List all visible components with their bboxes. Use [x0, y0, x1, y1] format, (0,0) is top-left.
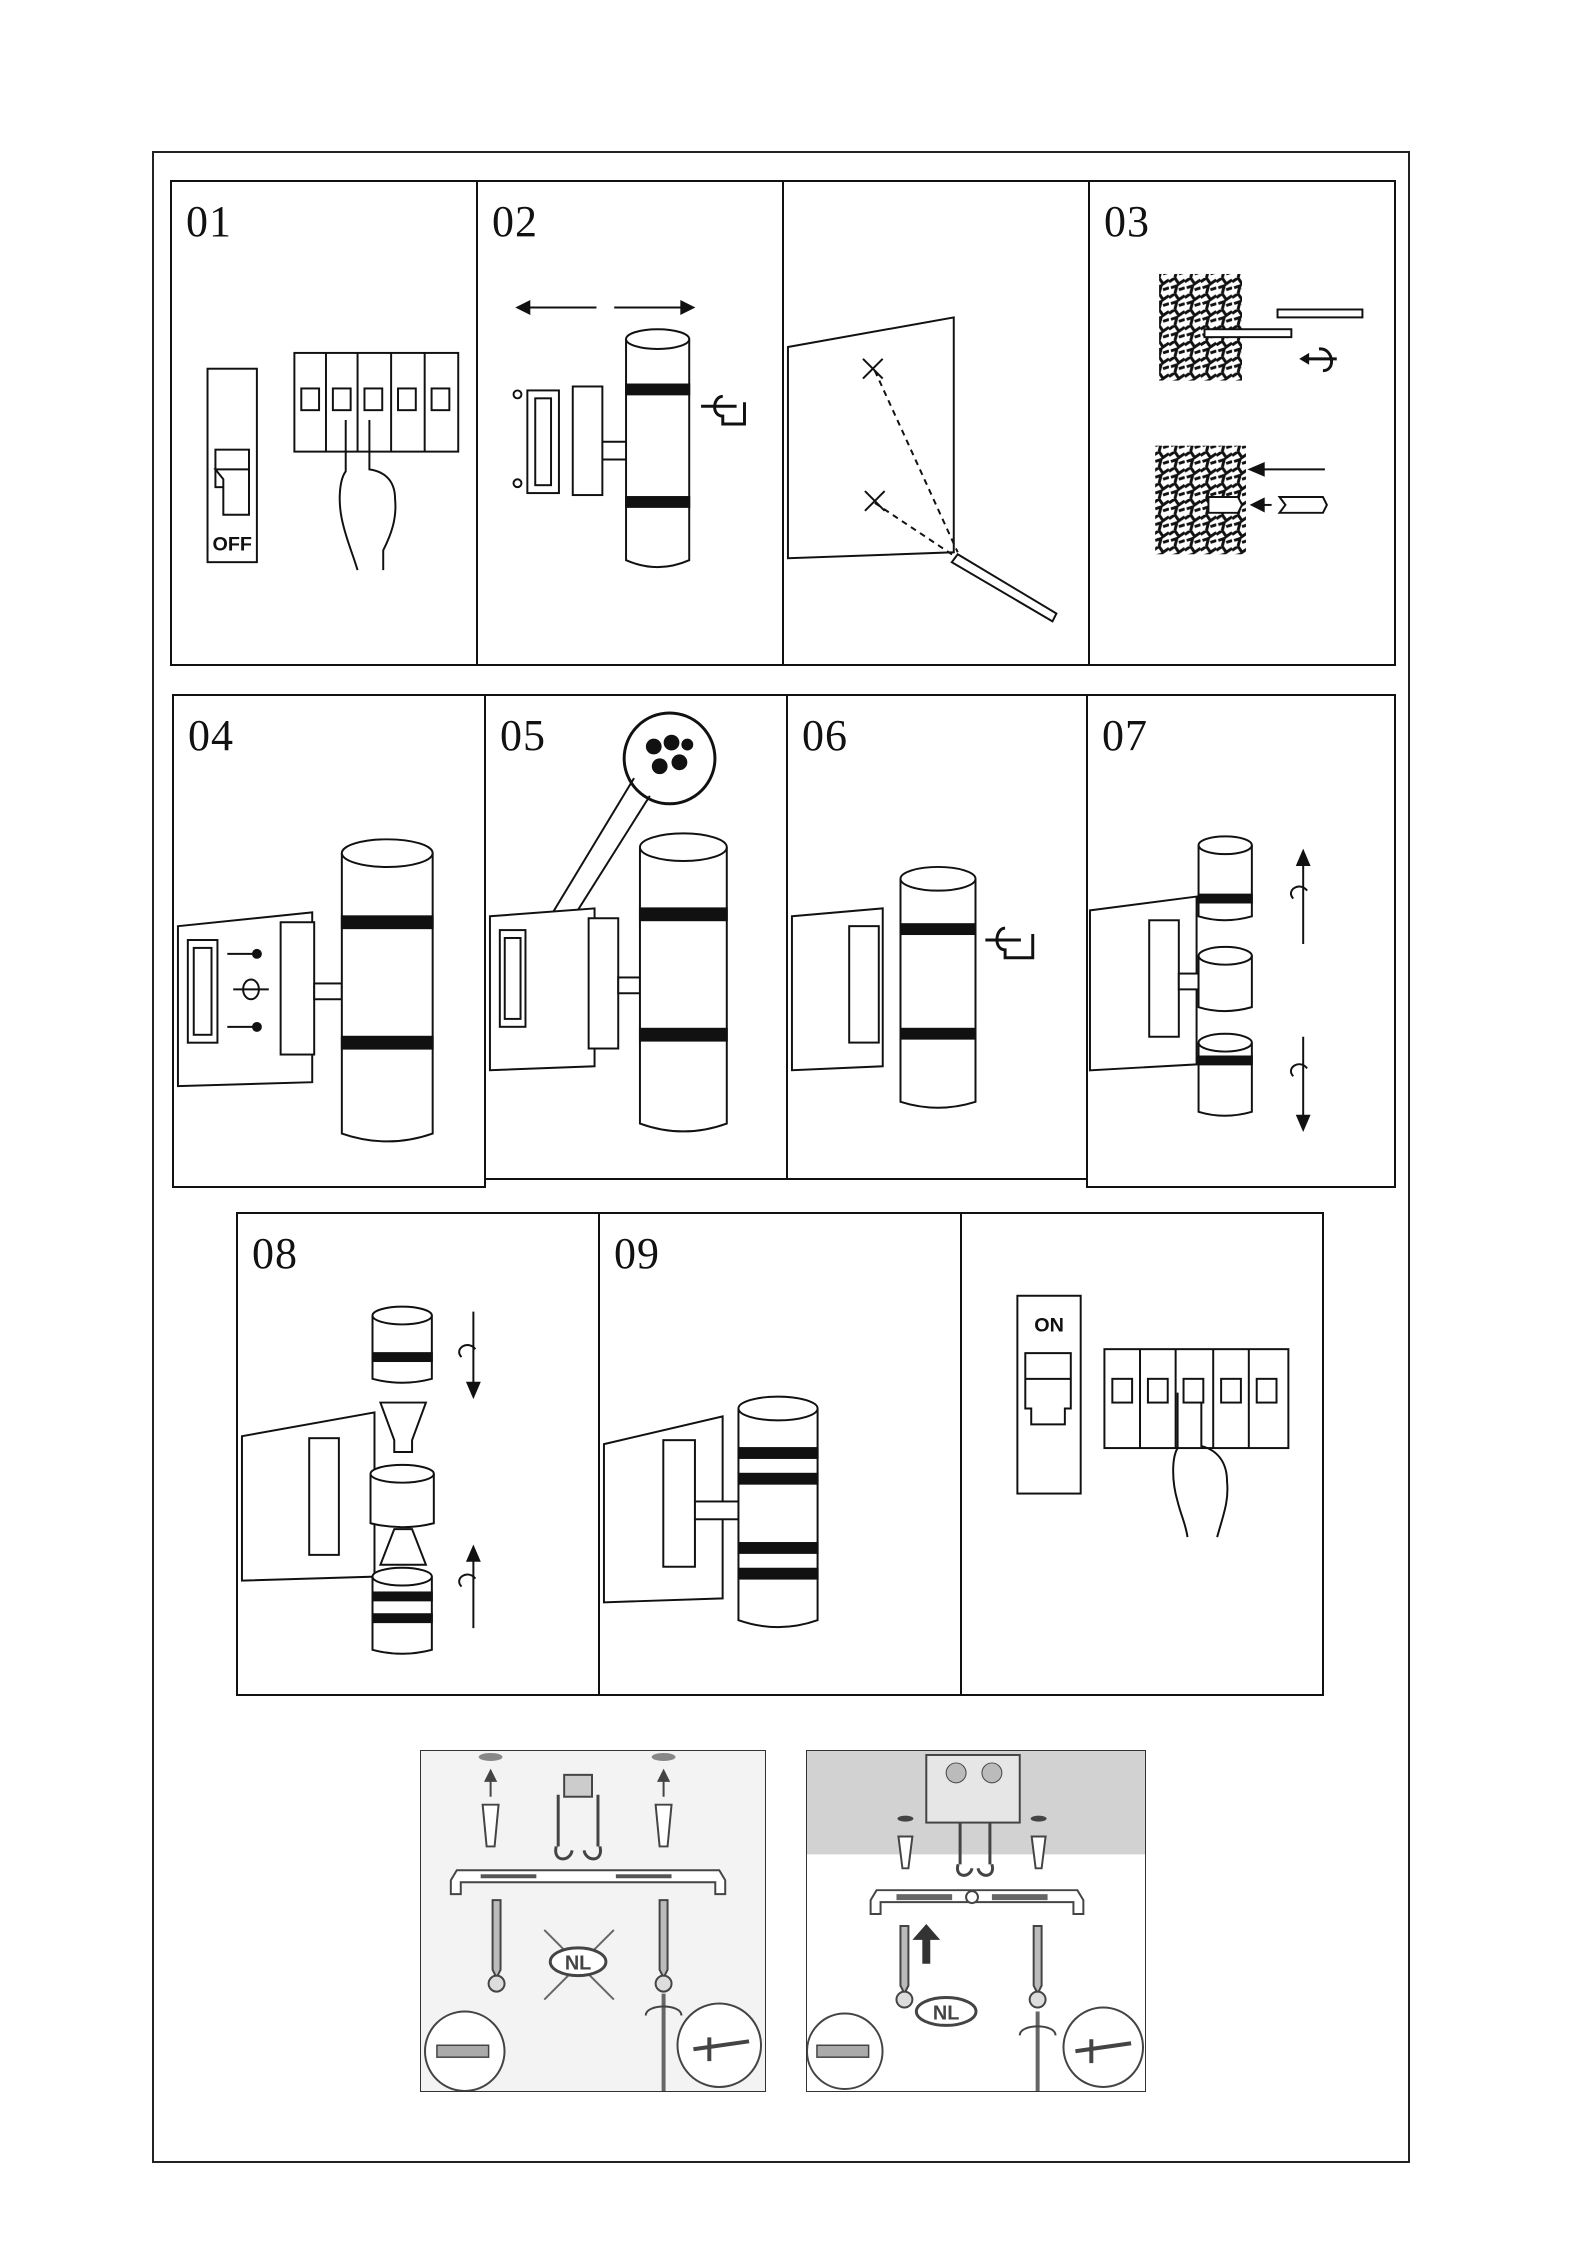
lamp-body-icon [1199, 947, 1252, 1011]
lamp-base-icon [281, 922, 315, 1054]
lamp-cover-icon [373, 1307, 432, 1383]
lamp-cover-icon [373, 1568, 432, 1654]
step-number: 06 [802, 710, 848, 761]
light-bulb-icon [380, 1529, 425, 1565]
fix-bracket-illustration [174, 696, 484, 1186]
mark-holes-panel [782, 180, 1090, 666]
insert-bulb-illustration [238, 1214, 598, 1694]
screwdriver-turn-icon [985, 928, 1032, 958]
pencil-icon [952, 554, 1057, 621]
drill-plug-illustration [1090, 182, 1394, 664]
mounting-incorrect-photo: NL [420, 1750, 766, 2092]
rotate-down-icon [1291, 1037, 1309, 1130]
lamp-base-icon [1149, 920, 1179, 1036]
power-on-illustration: ON [962, 1214, 1322, 1694]
remove-covers-illustration [1088, 696, 1394, 1186]
disassemble-illustration [478, 182, 782, 664]
terminal-block-zoom-icon [624, 713, 715, 804]
rotate-up-icon [459, 1547, 479, 1628]
step-07-panel: 07 [1086, 694, 1396, 1188]
step-number: 08 [252, 1228, 298, 1279]
lamp-cover-icon [1199, 836, 1252, 920]
nl-badge-label: NL [565, 1953, 592, 1975]
lamp-cylinder-icon [640, 833, 727, 1131]
wiring-illustration [486, 696, 786, 1178]
step-number: 03 [1104, 196, 1150, 247]
rotate-up-icon [1291, 851, 1309, 944]
reassembled-lamp-illustration [600, 1214, 960, 1694]
mark-holes-illustration [784, 182, 1088, 664]
step-number: 07 [1102, 710, 1148, 761]
step-number: 02 [492, 196, 538, 247]
breaker-panel-icon [1104, 1349, 1288, 1448]
step-number: 01 [186, 196, 232, 247]
lamp-cylinder-icon [738, 1397, 817, 1627]
light-bulb-icon [380, 1403, 425, 1452]
mounting-correct-photo: NL [806, 1750, 1146, 2092]
lamp-cylinder-icon [901, 867, 976, 1108]
lamp-cover-icon [1199, 1034, 1252, 1116]
masonry-wall-icon [1159, 274, 1242, 381]
arrow-left-right-icon [517, 302, 693, 314]
step-03-panel: 03 [1088, 180, 1396, 666]
step-number: 04 [188, 710, 234, 761]
off-label: OFF [212, 533, 251, 555]
step-01-panel: 01 OFF [170, 180, 478, 666]
mounting-bracket-icon [514, 386, 603, 495]
junction-box-icon [926, 1755, 1019, 1823]
lamp-cylinder-icon [342, 839, 433, 1141]
on-label: ON [1034, 1314, 1064, 1336]
lamp-base-icon [849, 926, 879, 1042]
lamp-base-icon [589, 918, 619, 1048]
step-number: 09 [614, 1228, 660, 1279]
breaker-panel-icon [294, 353, 458, 452]
screwdriver-turn-icon [701, 396, 744, 424]
step-08-panel: 08 [236, 1212, 600, 1696]
hand-icon [340, 420, 396, 570]
step-06-panel: 06 [786, 694, 1090, 1180]
step-02-panel: 02 [476, 180, 784, 666]
step-09-panel: 09 [598, 1212, 962, 1696]
lamp-body-icon [371, 1465, 434, 1527]
lamp-base-icon [663, 1440, 695, 1567]
step-number: 05 [500, 710, 546, 761]
lamp-cylinder-icon [602, 329, 689, 567]
nl-badge-label: NL [933, 2002, 960, 2024]
mounting-correct-illustration: NL [807, 1751, 1145, 2091]
lamp-base-icon [309, 1438, 339, 1555]
mounting-bracket-icon [188, 940, 218, 1043]
step-04-panel: 04 [172, 694, 486, 1188]
mounting-bracket-icon [500, 930, 526, 1027]
attach-lamp-illustration [788, 696, 1088, 1178]
power-on-panel: ON [960, 1212, 1324, 1696]
wall-plate-icon [788, 317, 954, 558]
power-off-illustration: OFF [172, 182, 476, 664]
mounting-incorrect-illustration: NL [421, 1751, 765, 2091]
hand-icon [1173, 1393, 1227, 1537]
rotate-down-icon [459, 1312, 479, 1397]
step-05-panel: 05 [484, 694, 788, 1180]
